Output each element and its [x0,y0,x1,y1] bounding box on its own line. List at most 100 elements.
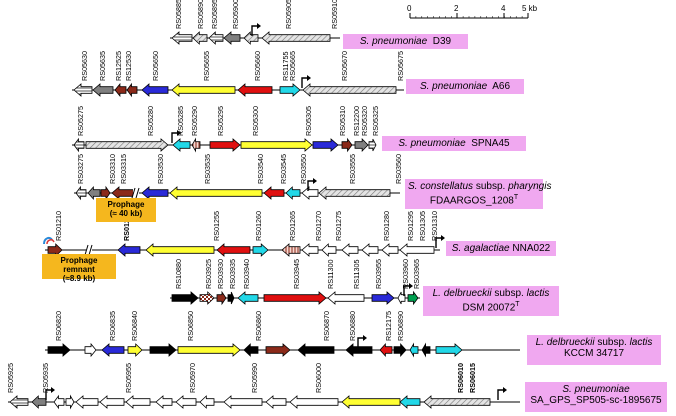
gene-locus-label: RS01305 [418,211,427,241]
gene-arrow [301,243,319,257]
gene-locus-label: RS06860 [254,311,263,341]
gene-arrow [263,186,285,200]
gene-locus-label: RS05660 [253,51,262,81]
gene-locus-label: RS03965 [412,259,421,289]
gene-locus-label: RS03945 [292,259,301,289]
gene-locus-label: RS06820 [54,311,63,341]
gene-arrow [265,395,287,409]
gene-locus-label: RS05650 [151,51,160,81]
gene-arrow [318,186,391,200]
gene-arrow [192,31,208,45]
gene-locus-label: RS05665 [288,51,297,81]
gene-locus-label: RS05935 [41,363,50,393]
gene-locus-label: RS05890 [196,0,205,29]
gene-locus-label: RS05885 [174,0,183,29]
promoter-icon [403,285,410,296]
gene-locus-label: RS01260 [254,211,263,241]
gene-arrow [341,137,353,153]
gene-locus-label: RS05280 [146,106,155,136]
gene-locus-label: RS03960 [401,259,410,289]
gene-locus-label: RS05305 [304,106,313,136]
promoter-icon [435,237,442,248]
gene-locus-label: RS03540 [256,154,265,184]
gene-locus-label: RS01280 [382,211,391,241]
gene-locus-label: RS06000 [314,363,323,393]
gene-locus-label: RS03310 [108,154,117,184]
gene-arrow [87,185,101,201]
gene-arrow [399,395,421,409]
gene-locus-label: RS03275 [76,154,85,184]
gene-locus-label: RS06840 [130,311,139,341]
gene-arrow [261,31,331,45]
gene-locus-label: RS03930 [216,259,225,289]
gene-locus-label: RS05895 [210,0,219,29]
gene-arrow [47,343,71,357]
species-label-spna45: S. pneumoniae SPNA45 [382,136,526,151]
gene-arrow [381,243,399,257]
gene-arrow [345,343,373,357]
gene-arrow [73,137,85,153]
gene-arrow [240,138,313,152]
gene-arrow [73,83,93,97]
gene-arrow [321,243,337,257]
gene-locus-label: RS10880 [174,259,183,289]
gene-arrow [177,343,241,357]
gene-locus-label: RS05675 [396,51,405,81]
gene-arrow [141,83,169,97]
gene-locus-label: RS01255 [212,211,221,241]
gene-arrow [31,395,47,409]
gene-arrow [65,394,75,410]
gene-locus-label: RS03955 [374,259,383,289]
gene-arrow [126,82,138,98]
gene-arrow [216,243,251,257]
gene-arrow [125,395,151,409]
gene-locus-label: RS01310 [430,211,439,241]
gene-locus-label: RS12525 [114,51,123,81]
gene-locus-label: RS05320 [360,106,369,136]
gene-arrow [84,342,97,358]
species-label-agalactiae: S. agalactiae NNA022 [446,241,556,256]
gene-arrow [53,394,65,410]
gene-arrow [279,83,301,97]
gene-arrow [199,395,215,409]
gene-locus-label: RS01250 [122,211,131,241]
gene-arrow [397,291,406,305]
gene-locus-label: RS05990 [250,363,259,393]
gene-arrow [114,82,127,98]
gene-locus-label: RS05900 [231,0,240,29]
gene-arrow [252,243,269,257]
gene-locus-label: RS05955 [124,363,133,393]
prophage-remnant-box: Prophage remnant(≈8.9 kb) [42,254,116,283]
gene-arrow [223,395,263,409]
gene-locus-label: RS05285 [176,106,185,136]
gene-arrow [327,291,365,305]
gene-arrow [263,291,327,305]
species-label-d39: S. pneumoniae D39 [343,34,468,49]
gene-arrow [354,138,369,152]
gene-locus-label: RS05635 [98,51,107,81]
gene-arrow [85,138,169,152]
gene-arrow [171,291,199,305]
gene-locus-label: RS05630 [80,51,89,81]
gene-arrow [368,138,377,152]
gene-arrow [92,83,114,97]
gene-locus-label: RS03545 [279,154,288,184]
gene-arrow [75,395,99,409]
gene-locus-label: RS01295 [406,211,415,241]
gene-arrow [407,290,419,306]
promoter-icon [307,180,314,191]
gene-arrow [399,243,435,257]
scale-tick-label: 5 kb [522,4,538,13]
scale-tick-label: 4 [501,4,506,13]
gene-locus-label: RS06010 [456,363,465,393]
gene-locus-label: RS05970 [188,363,197,393]
gene-locus-label: RS05905 [284,0,293,29]
gene-arrow [227,291,235,305]
gene-locus-label: RS03530 [156,154,165,184]
gene-arrow [209,138,241,152]
gene-arrow [101,343,125,357]
